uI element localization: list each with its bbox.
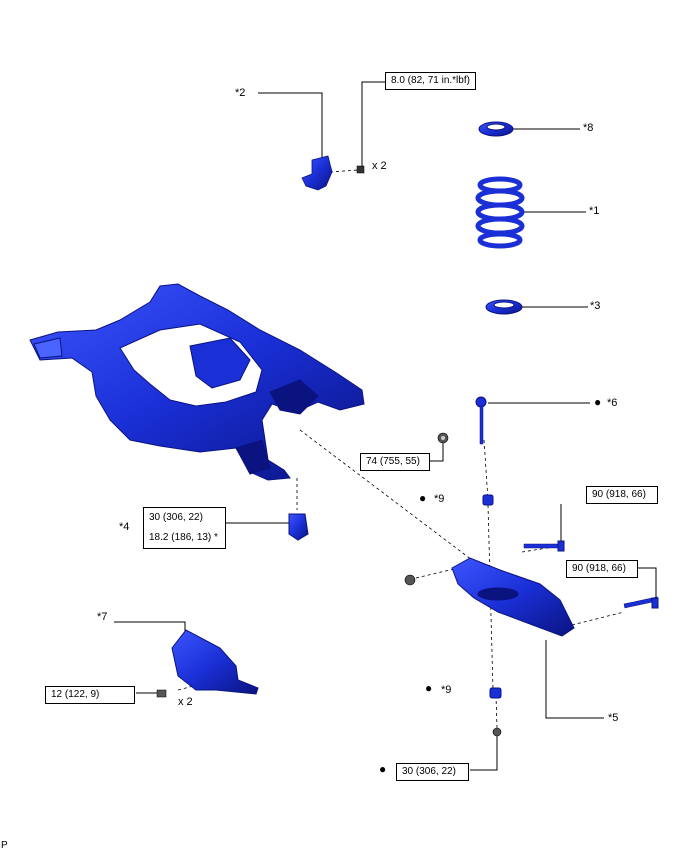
quantity-x2-lower: x 2 (178, 696, 193, 708)
torque-box-90-upper: 90 (918, 66) (586, 486, 658, 504)
torque-box-30-lower: 30 (306, 22) (396, 763, 469, 781)
torque-30-upper: 30 (306, 22) (149, 512, 203, 523)
bushing-part-9-upper (482, 494, 494, 506)
bullet-9-upper: ● (419, 491, 427, 505)
torque-box-bump-stopper: 30 (306, 22) 18.2 (186, 13) * (143, 507, 226, 549)
torque-box-8-0: 8.0 (82, 71 in.*lbf) (385, 72, 476, 90)
bolt-12 (156, 689, 167, 698)
bullet-30-lower: ● (379, 762, 387, 776)
callout-4: *4 (119, 521, 130, 533)
shock-bolt-part-6 (475, 396, 487, 445)
bracket-part-2 (301, 155, 333, 191)
callout-7: *7 (97, 611, 108, 623)
callout-1: *1 (589, 205, 600, 217)
torque-box-90-lower: 90 (918, 66) (566, 560, 638, 578)
callout-9-upper: *9 (434, 493, 445, 505)
torque-box-12: 12 (122, 9) (45, 686, 135, 704)
callout-2: *2 (235, 87, 246, 99)
rear-suspension-subframe (29, 283, 365, 481)
nut-74 (437, 432, 449, 444)
footer-code: P (1, 840, 8, 851)
torque-box-74: 74 (755, 55) (360, 453, 430, 471)
callout-3: *3 (590, 300, 601, 312)
bump-stopper-part-4 (288, 513, 309, 541)
nut-30-lower (492, 727, 502, 737)
upper-spring-insulator (478, 121, 514, 137)
bolt-90-upper (523, 540, 565, 552)
bolt-small-part-2 (356, 165, 365, 174)
quantity-x2-upper: x 2 (372, 160, 387, 172)
callout-9-lower: *9 (441, 684, 452, 696)
callout-8: *8 (583, 122, 594, 134)
callout-6: *6 (607, 397, 618, 409)
lower-arm-part-5 (451, 557, 575, 637)
bushing-part-9-lower (489, 687, 502, 699)
bullet-9-lower: ● (425, 681, 433, 695)
lower-spring-insulator (485, 299, 523, 315)
leader-lines (114, 81, 657, 771)
callout-5: *5 (608, 712, 619, 724)
bolt-90-lower (623, 596, 659, 609)
torque-18-2: 18.2 (186, 13) * (149, 532, 218, 543)
nut-lower-arm (404, 574, 416, 586)
coil-spring (475, 176, 525, 249)
bullet-6: ● (594, 395, 602, 409)
cover-part-7 (171, 629, 259, 695)
